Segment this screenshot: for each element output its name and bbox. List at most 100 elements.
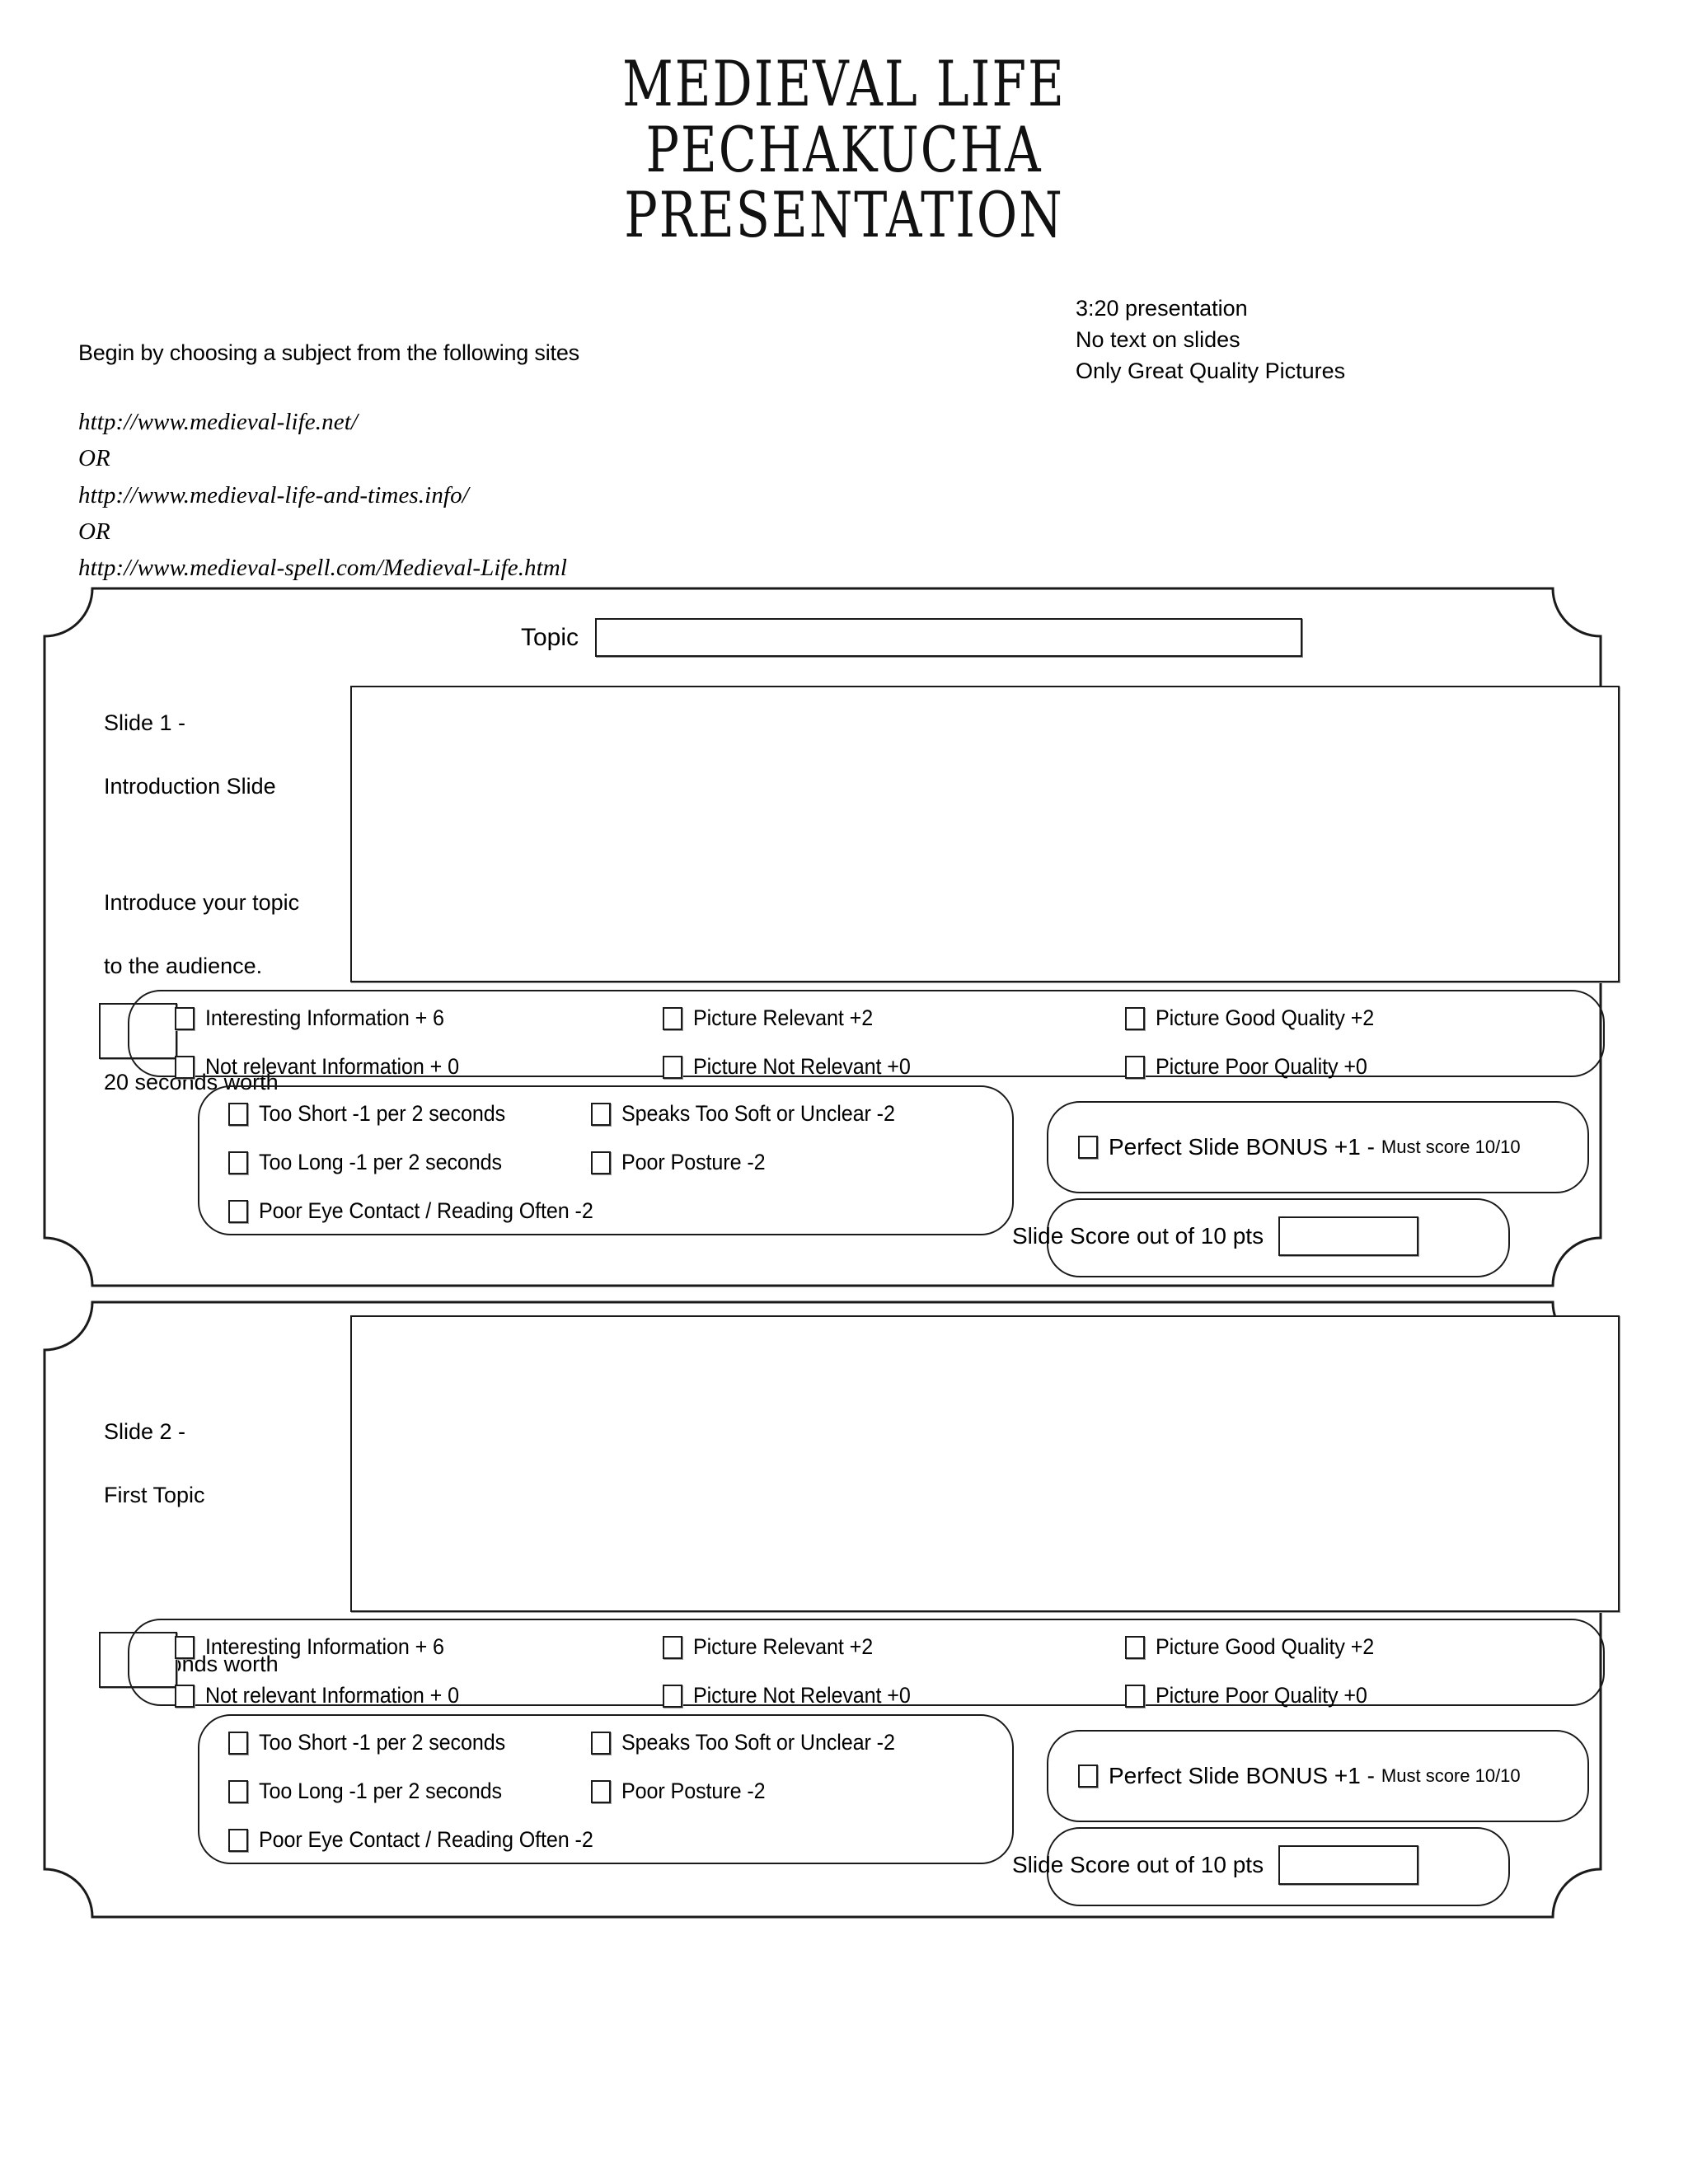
checkbox-too-short[interactable] (228, 1731, 248, 1755)
slide-2-perfect-slide-bonus[interactable]: Perfect Slide BONUS +1 - Must score 10/1… (1078, 1763, 1521, 1789)
slide-1-speaks-too-soft[interactable]: Speaks Too Soft or Unclear -2 (591, 1101, 916, 1127)
slide-2-score-input[interactable] (1278, 1845, 1419, 1885)
topic-label: Topic (521, 623, 579, 651)
checkbox-interesting-information[interactable] (175, 1635, 195, 1659)
slide-2-not-relevant-information[interactable]: Not relevant Information + 0 (175, 1683, 478, 1708)
slide-1-bonus-pill (1047, 1101, 1589, 1193)
topic-row-1: Topic (521, 618, 1303, 657)
label-picture-not-relevant: Picture Not Relevant +0 (693, 1054, 911, 1079)
checkbox-interesting-information[interactable] (175, 1006, 195, 1030)
label-bonus-requirement: Must score 10/10 (1381, 1765, 1521, 1786)
slide-1-picture-poor-quality[interactable]: Picture Poor Quality +0 (1125, 1054, 1383, 1080)
checkbox-poor-eye-contact[interactable] (228, 1828, 248, 1852)
slide-1-description: Slide 1 - Introduction Slide Introduce y… (104, 676, 299, 1129)
label-perfect-slide-bonus: Perfect Slide BONUS +1 - (1109, 1134, 1375, 1160)
slide-1-picture-relevant[interactable]: Picture Relevant +2 (663, 1005, 886, 1031)
checkbox-speaks-too-soft[interactable] (591, 1731, 611, 1755)
slide-2-picture-area[interactable] (350, 1315, 1620, 1612)
source-or-1: OR (78, 445, 110, 472)
label-picture-relevant: Picture Relevant +2 (693, 1634, 874, 1659)
label-picture-good-quality: Picture Good Quality +2 (1156, 1634, 1375, 1659)
source-url-1[interactable]: http://www.medieval-life.net/ (78, 409, 359, 435)
slide-2-rubric-pill-delivery (198, 1714, 1014, 1864)
source-or-2: OR (78, 518, 110, 546)
slide-1-picture-area[interactable] (350, 686, 1620, 982)
slide-2-speaks-too-soft[interactable]: Speaks Too Soft or Unclear -2 (591, 1730, 916, 1755)
checkbox-picture-not-relevant[interactable] (663, 1684, 682, 1708)
slide-1-duration: 20 seconds worth (104, 1069, 279, 1094)
slide-2-picture-poor-quality[interactable]: Picture Poor Quality +0 (1125, 1683, 1383, 1708)
slide-1-rubric-pill-delivery (198, 1085, 1014, 1235)
slide-2-picture-not-relevant[interactable]: Picture Not Relevant +0 (663, 1683, 927, 1708)
label-speaks-too-soft: Speaks Too Soft or Unclear -2 (621, 1730, 895, 1755)
slide-1-poor-posture[interactable]: Poor Posture -2 (591, 1150, 776, 1175)
slide-2-poor-eye-contact[interactable]: Poor Eye Contact / Reading Often -2 (228, 1827, 618, 1853)
label-speaks-too-soft: Speaks Too Soft or Unclear -2 (621, 1101, 895, 1126)
topic-input[interactable] (595, 618, 1303, 657)
slide-2-bonus-pill (1047, 1730, 1589, 1822)
checkbox-picture-not-relevant[interactable] (663, 1055, 682, 1079)
checkbox-picture-good-quality[interactable] (1125, 1635, 1145, 1659)
checkbox-perfect-slide-bonus[interactable] (1078, 1136, 1098, 1159)
slide-card-1: Topic Slide 1 - Introduction Slide Intro… (43, 587, 1620, 1287)
slide-2-title-line1: Slide 2 - (104, 1419, 186, 1445)
slide-1-too-short[interactable]: Too Short -1 per 2 seconds (228, 1101, 524, 1127)
checkbox-too-long[interactable] (228, 1151, 248, 1174)
label-picture-good-quality: Picture Good Quality +2 (1156, 1005, 1375, 1030)
checkbox-picture-relevant[interactable] (663, 1006, 682, 1030)
note-duration: 3:20 presentation (1076, 296, 1248, 321)
label-too-short: Too Short -1 per 2 seconds (259, 1730, 506, 1755)
label-slide-score: Slide Score out of 10 pts (1012, 1852, 1264, 1877)
checkbox-picture-relevant[interactable] (663, 1635, 682, 1659)
slide-1-interesting-information[interactable]: Interesting Information + 6 (175, 1005, 462, 1031)
slide-1-score-input[interactable] (1278, 1216, 1419, 1256)
checkbox-perfect-slide-bonus[interactable] (1078, 1765, 1098, 1788)
slide-1-score-pill (1047, 1198, 1510, 1277)
checkbox-not-relevant-information[interactable] (175, 1684, 195, 1708)
slide-2-picture-relevant[interactable]: Picture Relevant +2 (663, 1634, 886, 1660)
slide-2-interesting-information[interactable]: Interesting Information + 6 (175, 1634, 462, 1660)
checkbox-poor-posture[interactable] (591, 1151, 611, 1174)
checkbox-too-long[interactable] (228, 1779, 248, 1803)
checkbox-picture-poor-quality[interactable] (1125, 1055, 1145, 1079)
checkbox-poor-posture[interactable] (591, 1779, 611, 1803)
slide-1-rubric-pill-content (128, 990, 1605, 1077)
label-picture-poor-quality: Picture Poor Quality +0 (1156, 1683, 1367, 1708)
label-too-short: Too Short -1 per 2 seconds (259, 1101, 506, 1126)
checkbox-picture-good-quality[interactable] (1125, 1006, 1145, 1030)
label-poor-posture: Poor Posture -2 (621, 1779, 766, 1803)
slide-2-too-short[interactable]: Too Short -1 per 2 seconds (228, 1730, 524, 1755)
source-url-3[interactable]: http://www.medieval-spell.com/Medieval-L… (78, 555, 567, 582)
slide-1-poor-eye-contact[interactable]: Poor Eye Contact / Reading Often -2 (228, 1198, 618, 1224)
begin-instruction: Begin by choosing a subject from the fol… (78, 340, 579, 365)
checkbox-picture-poor-quality[interactable] (1125, 1684, 1145, 1708)
page-title: MEDIEVAL LIFE PECHAKUCHA PRESENTATION (0, 51, 1688, 248)
slide-1-not-relevant-information[interactable]: Not relevant Information + 0 (175, 1054, 478, 1080)
slide-2-poor-posture[interactable]: Poor Posture -2 (591, 1779, 776, 1804)
presentation-notes: 3:20 presentation No text on slides Only… (1076, 293, 1345, 387)
slide-2-score-row: Slide Score out of 10 pts (1012, 1845, 1419, 1885)
slide-1-title-line1: Slide 1 - (104, 710, 186, 736)
slide-2-picture-good-quality[interactable]: Picture Good Quality +2 (1125, 1634, 1390, 1660)
slide-1-desc-line2: to the audience. (104, 953, 263, 978)
checkbox-speaks-too-soft[interactable] (591, 1102, 611, 1126)
slide-1-too-long[interactable]: Too Long -1 per 2 seconds (228, 1150, 520, 1175)
checkbox-not-relevant-information[interactable] (175, 1055, 195, 1079)
label-too-long: Too Long -1 per 2 seconds (259, 1150, 503, 1174)
slide-2-score-pill (1047, 1827, 1510, 1906)
slide-1-desc-line1: Introduce your topic (104, 889, 300, 915)
source-url-2[interactable]: http://www.medieval-life-and-times.info/ (78, 481, 469, 509)
label-picture-poor-quality: Picture Poor Quality +0 (1156, 1054, 1367, 1079)
title-line-2: PECHAKUCHA (645, 112, 1043, 186)
label-interesting-information: Interesting Information + 6 (205, 1005, 444, 1030)
label-slide-score: Slide Score out of 10 pts (1012, 1223, 1264, 1249)
label-poor-posture: Poor Posture -2 (621, 1150, 766, 1174)
slide-2-too-long[interactable]: Too Long -1 per 2 seconds (228, 1779, 520, 1804)
slide-2-rubric-pill-content (128, 1619, 1605, 1706)
slide-1-perfect-slide-bonus[interactable]: Perfect Slide BONUS +1 - Must score 10/1… (1078, 1134, 1521, 1160)
checkbox-too-short[interactable] (228, 1102, 248, 1126)
label-bonus-requirement: Must score 10/10 (1381, 1137, 1521, 1157)
slide-1-picture-good-quality[interactable]: Picture Good Quality +2 (1125, 1005, 1390, 1031)
slide-1-picture-not-relevant[interactable]: Picture Not Relevant +0 (663, 1054, 927, 1080)
checkbox-poor-eye-contact[interactable] (228, 1199, 248, 1223)
